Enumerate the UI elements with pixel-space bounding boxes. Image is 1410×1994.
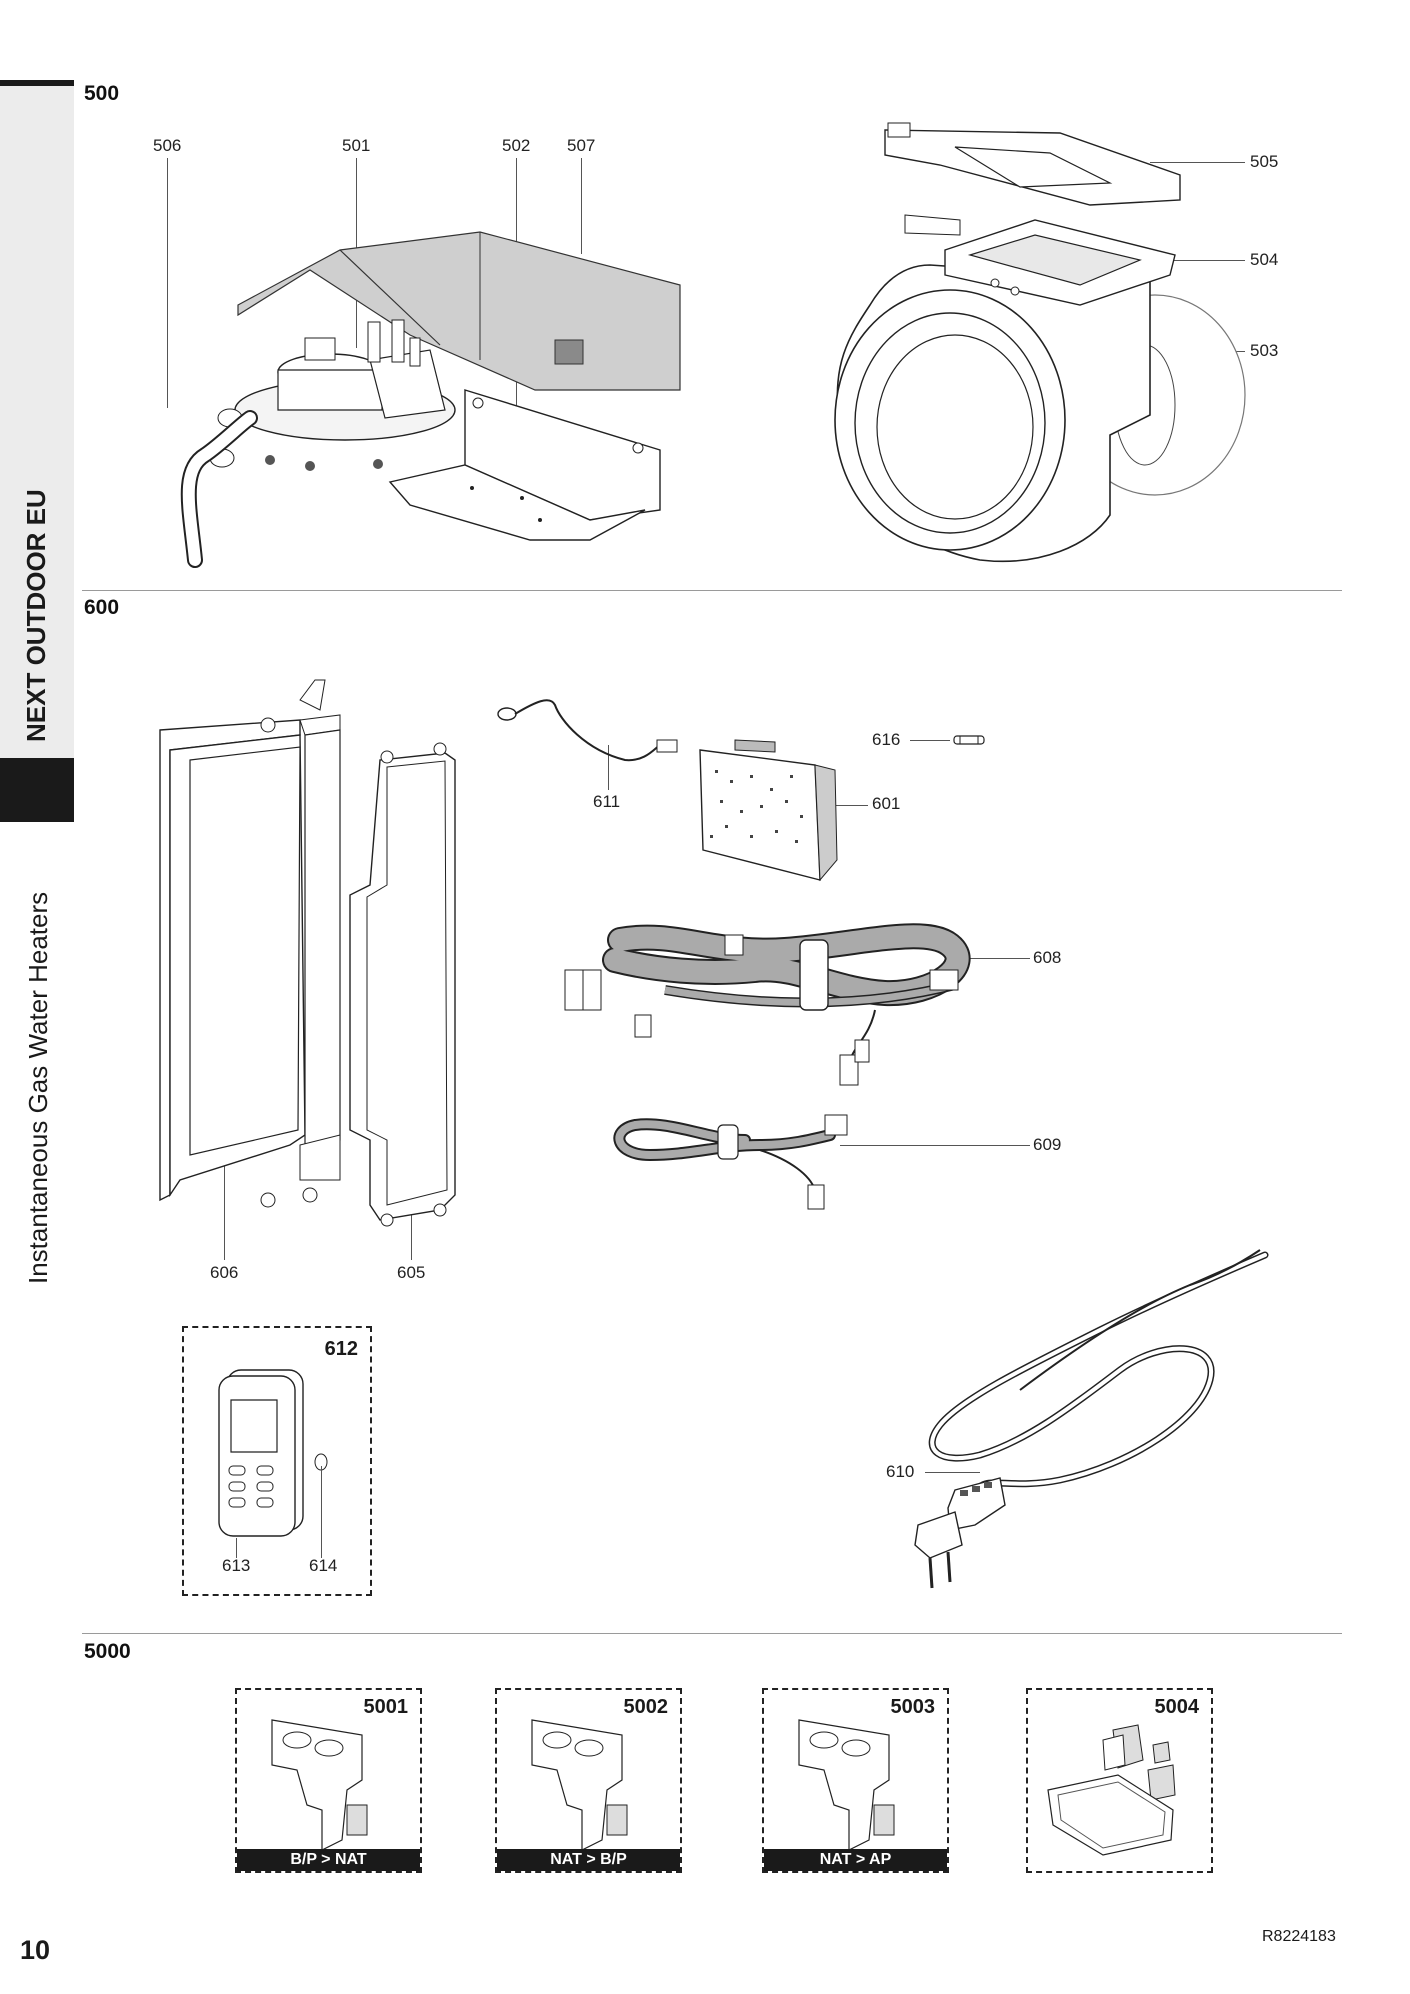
part-label-612: 612: [324, 1338, 358, 1360]
wiring-harness-608-drawing: [555, 915, 1015, 1100]
leader-606: [224, 1150, 225, 1260]
page-number: 10: [20, 1935, 51, 1965]
part-label-609: 609: [1033, 1135, 1062, 1154]
power-cord-610-drawing: [900, 1240, 1280, 1610]
kit-5002-box: 5002 NAT > B/P: [495, 1688, 682, 1873]
control-board-601-drawing: [695, 740, 845, 885]
front-cover-606-drawing: [150, 675, 350, 1215]
kit-5002-drawing: [527, 1710, 657, 1850]
section-5000-label: 5000: [84, 1640, 131, 1663]
part-label-606: 606: [210, 1263, 239, 1282]
part-label-507: 507: [567, 136, 596, 155]
kit-5003-number: 5003: [890, 1696, 936, 1718]
part-label-506: 506: [153, 136, 182, 155]
part-label-605: 605: [397, 1263, 426, 1282]
remote-control-drawing: [209, 1366, 329, 1546]
leader-613: [236, 1538, 237, 1558]
pressure-switch-assembly-drawing: [110, 220, 690, 580]
kit-5003-box: 5003 NAT > AP: [762, 1688, 949, 1873]
kit-5002-number: 5002: [623, 1696, 669, 1718]
part-label-613: 613: [222, 1556, 251, 1575]
part-label-614: 614: [309, 1556, 338, 1575]
part-label-616: 616: [872, 730, 901, 749]
sidebar-marker: [0, 758, 74, 822]
kit-5001-box: 5001 B/P > NAT: [235, 1688, 422, 1873]
leader-505: [1150, 162, 1245, 163]
section-divider-5000: [82, 1633, 1342, 1634]
kit-5001-drawing: [267, 1710, 397, 1850]
fan-assembly-drawing: [810, 105, 1250, 575]
leader-616: [910, 740, 950, 741]
document-code: R8224183: [1262, 1928, 1336, 1945]
wiring-harness-609-drawing: [610, 1100, 860, 1220]
kit-5001-label: B/P > NAT: [237, 1849, 420, 1871]
remote-control-612-box: 612 613 614: [182, 1326, 372, 1596]
part-label-501: 501: [342, 136, 371, 155]
section-600-label: 600: [84, 596, 120, 619]
kit-5003-drawing: [794, 1710, 924, 1850]
part-label-505: 505: [1250, 152, 1279, 171]
sidebar-panel: [0, 86, 74, 758]
sidebar-category-title: Instantaneous Gas Water Heaters: [23, 891, 53, 1284]
leader-608: [950, 958, 1030, 959]
kit-5004-box: 5004: [1026, 1688, 1213, 1873]
section-500-label: 500: [84, 82, 120, 105]
part-label-504: 504: [1250, 250, 1279, 269]
leader-504: [1140, 260, 1245, 261]
kit-5004-drawing: [1043, 1720, 1203, 1860]
fuse-616-drawing: [950, 730, 990, 750]
part-label-611: 611: [593, 792, 621, 811]
kit-5001-number: 5001: [363, 1696, 409, 1718]
leader-614: [321, 1466, 322, 1558]
leader-507: [581, 158, 582, 254]
leader-609: [840, 1145, 1030, 1146]
kit-5002-label: NAT > B/P: [497, 1849, 680, 1871]
section-divider-600: [82, 590, 1342, 591]
kit-5004-number: 5004: [1154, 1696, 1200, 1718]
part-label-601: 601: [872, 794, 901, 813]
leader-611: [608, 745, 609, 790]
part-label-610: 610: [886, 1462, 915, 1481]
plate-605-drawing: [345, 735, 475, 1235]
part-label-503: 503: [1250, 341, 1279, 360]
part-label-608: 608: [1033, 948, 1062, 967]
sidebar-brand-title: NEXT OUTDOOR EU: [21, 489, 51, 742]
part-label-502: 502: [502, 136, 531, 155]
leader-610: [925, 1472, 980, 1473]
kit-5003-label: NAT > AP: [764, 1849, 947, 1871]
sidebar-top-rule: [0, 80, 74, 87]
earth-wire-611-drawing: [495, 690, 695, 770]
leader-506: [167, 158, 168, 408]
